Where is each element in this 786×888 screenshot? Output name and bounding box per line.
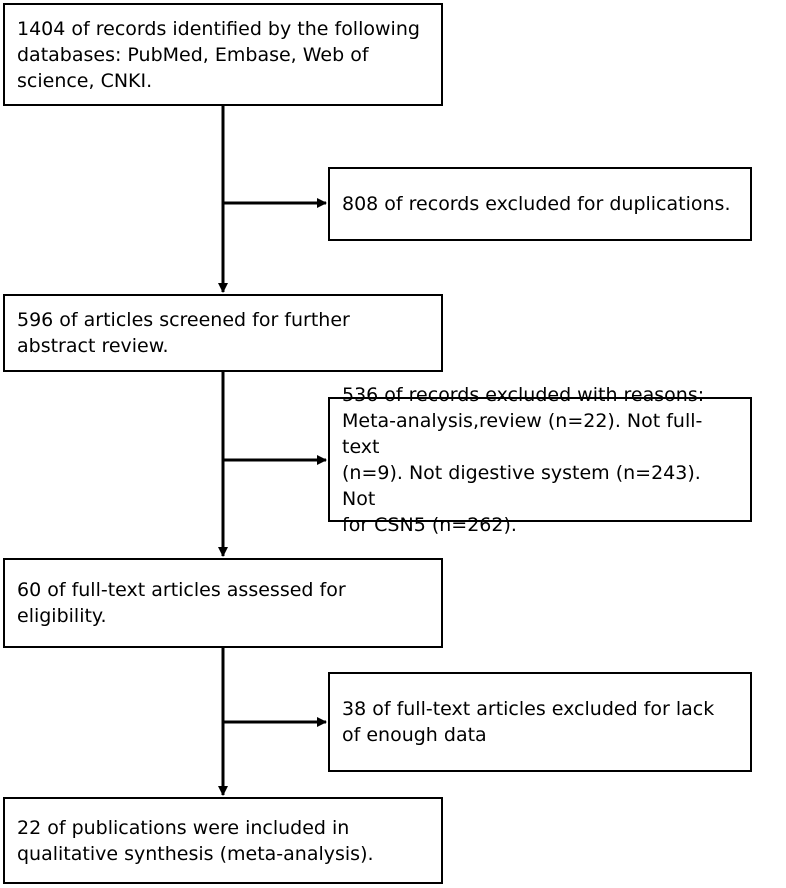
records-identified-box: 1404 of records identified by the follow… xyxy=(3,3,443,106)
publications-included-box: 22 of publications were included in qual… xyxy=(3,797,443,884)
records-identified-text: 1404 of records identified by the follow… xyxy=(17,17,420,92)
articles-screened-box: 596 of articles screened for further abs… xyxy=(3,294,443,372)
fulltext-assessed-text: 60 of full-text articles assessed for el… xyxy=(17,579,346,627)
fulltext-assessed-box: 60 of full-text articles assessed for el… xyxy=(3,558,443,648)
articles-screened-text: 596 of articles screened for further abs… xyxy=(17,309,350,357)
duplicates-excluded-text: 808 of records excluded for duplications… xyxy=(342,193,731,215)
records-excluded-reasons-box: 536 of records excluded with reasons: Me… xyxy=(328,384,752,536)
records-excluded-reasons-text: 536 of records excluded with reasons: Me… xyxy=(342,383,705,536)
publications-included-text: 22 of publications were included in qual… xyxy=(17,816,374,865)
duplicates-excluded-box: 808 of records excluded for duplications… xyxy=(328,167,752,241)
fulltext-excluded-box: 38 of full-text articles excluded for la… xyxy=(328,672,752,772)
fulltext-excluded-text: 38 of full-text articles excluded for la… xyxy=(342,698,715,746)
